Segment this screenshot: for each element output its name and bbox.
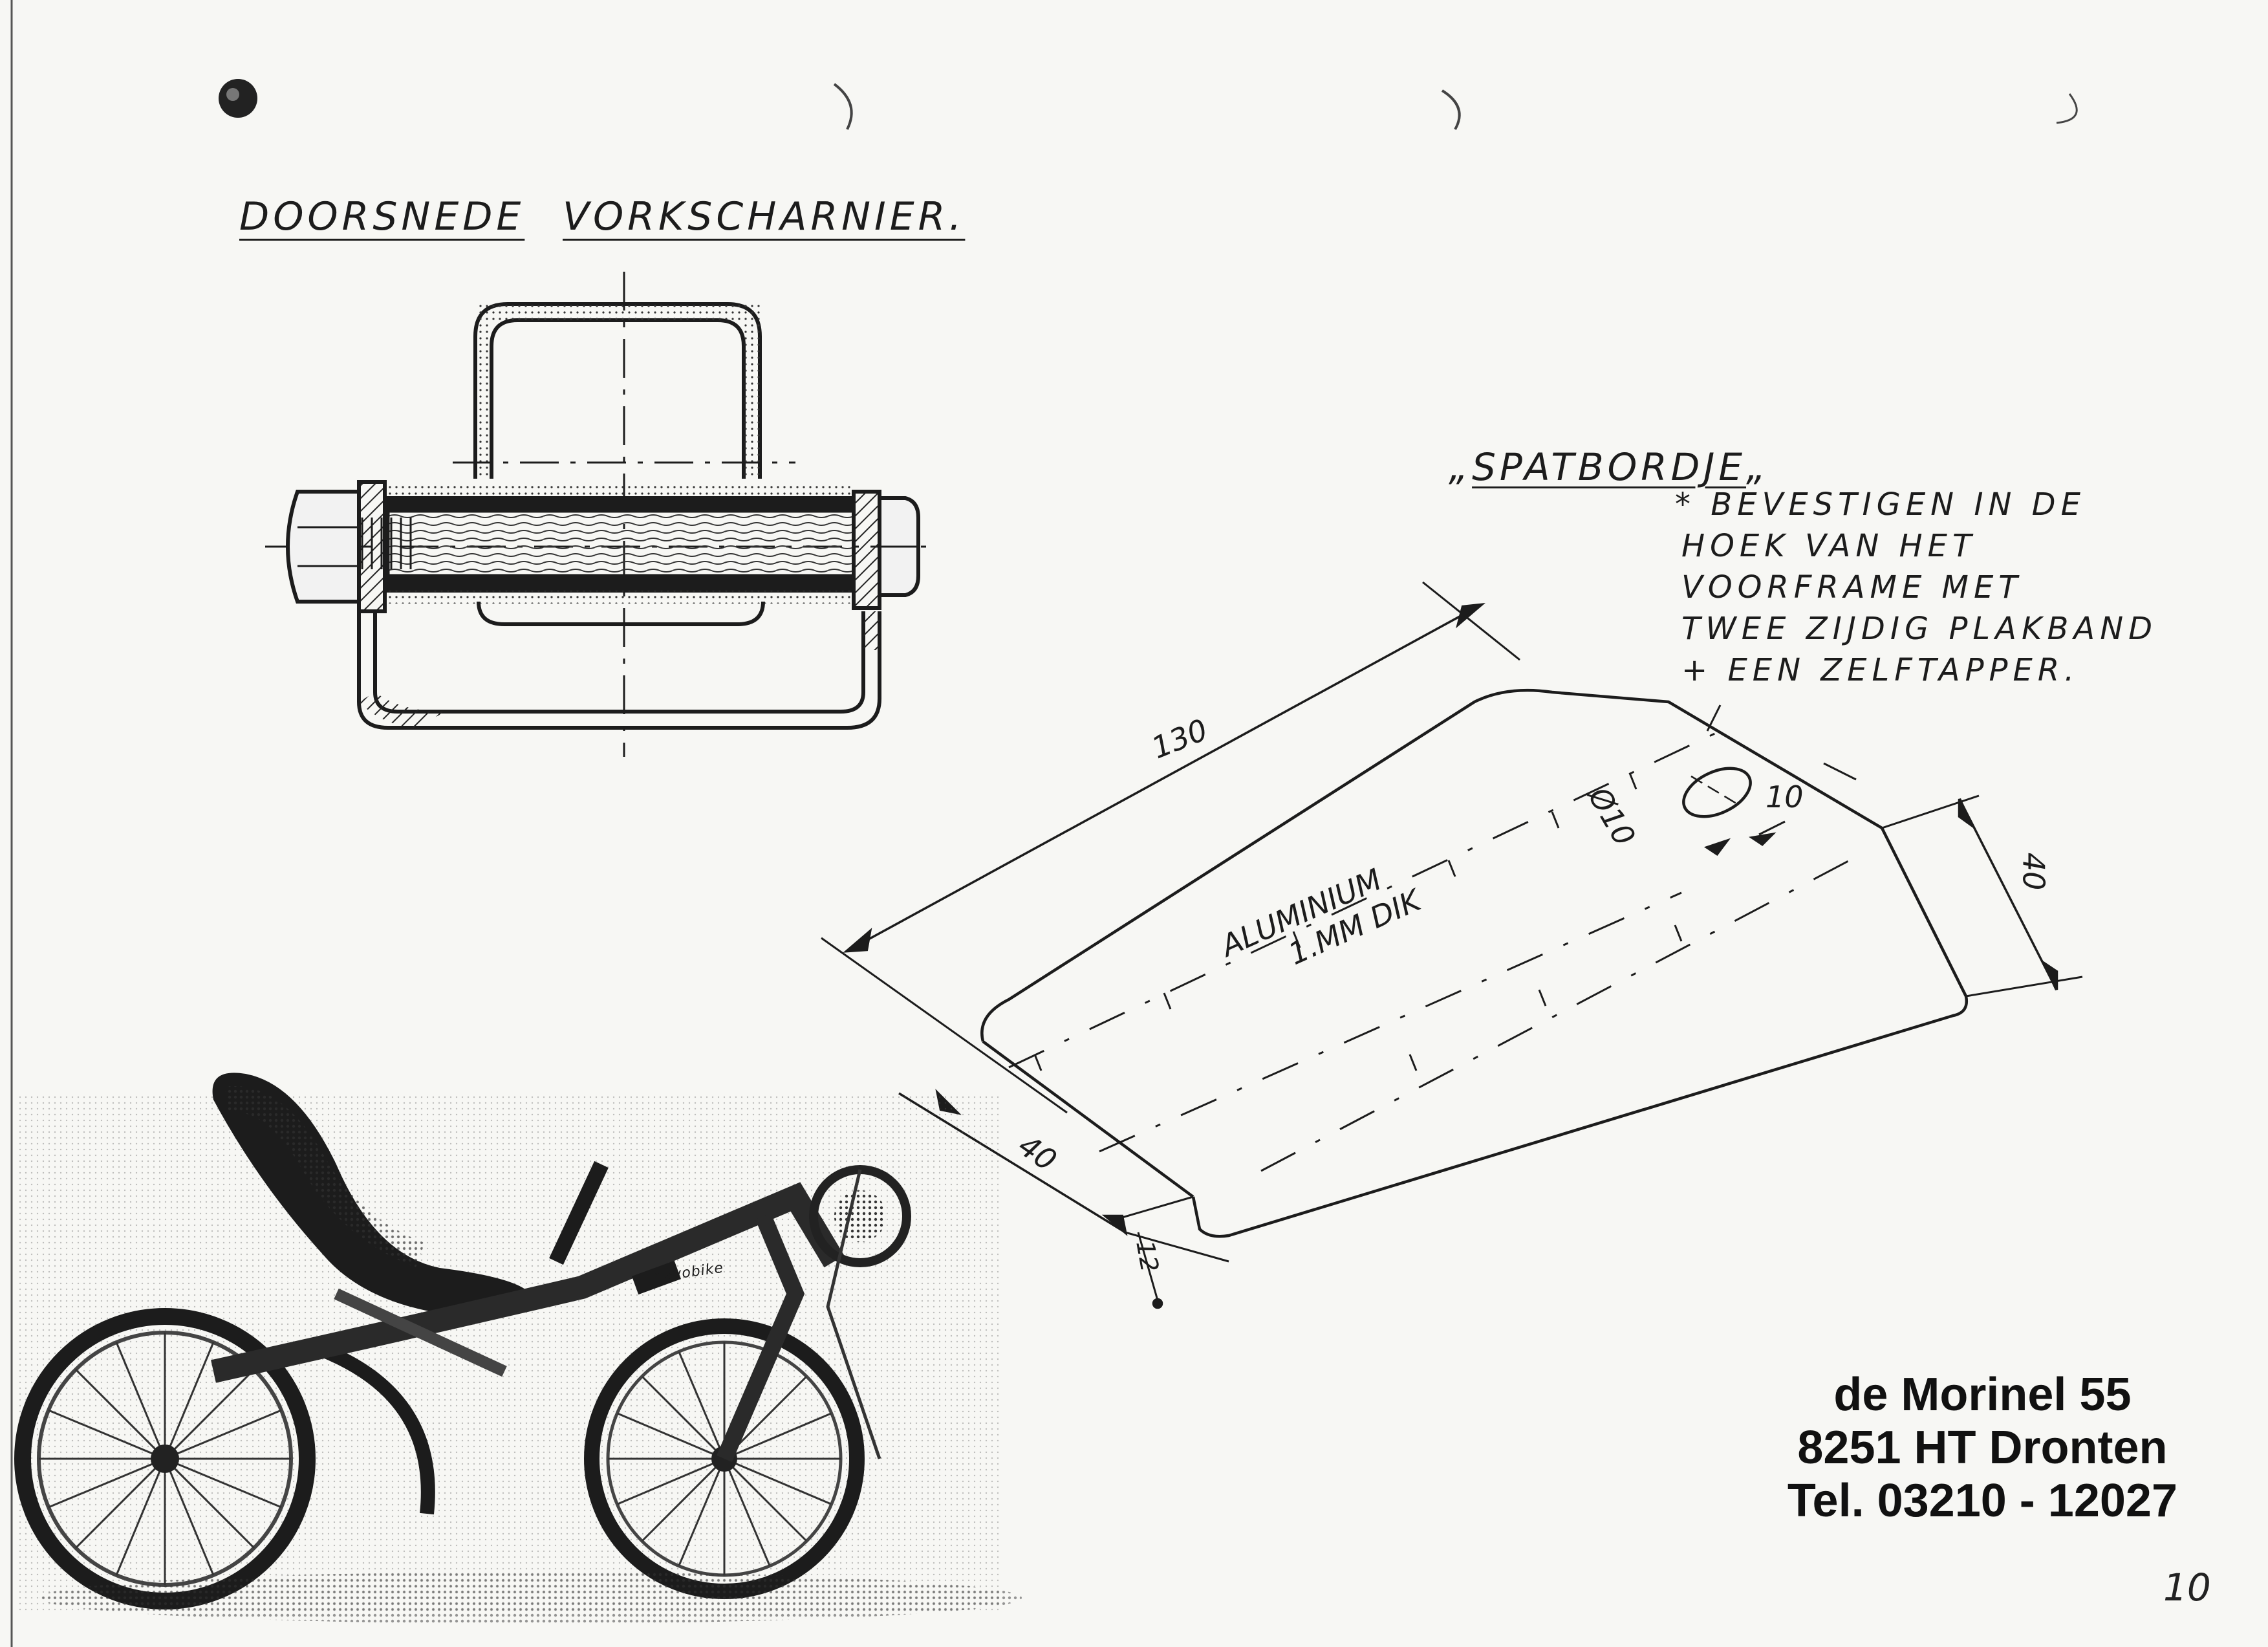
fork-hinge-cross-section [265, 272, 938, 757]
recumbent-bike-photo [14, 1073, 1022, 1624]
dimension-hole-offset: 10 [1766, 780, 1804, 814]
title-fork-hinge: VORKSCHARNIER. [563, 194, 966, 239]
dimension-width-back: 40 [2016, 852, 2051, 891]
dimension-edge: 12 [1130, 1238, 1165, 1274]
mudguard-title: „SPATBORDJE„ [1449, 445, 1770, 489]
mudguard-title-text: SPATBORDJE [1472, 445, 1747, 489]
title-cross-section: DOORSNEDE [239, 194, 525, 239]
note-line: * BEVESTIGEN IN DE [1675, 486, 2086, 523]
mounting-note: * BEVESTIGEN IN DE HOEK VAN HET VOORFRAM… [1675, 484, 2157, 691]
note-line: + EEN ZELFTAPPER. [1681, 652, 2080, 688]
note-line: TWEE ZIJDIG PLAKBAND [1681, 611, 2158, 647]
address-city: 8251 HT Dronten [1797, 1422, 2168, 1474]
address-street: de Morinel 55 [1833, 1369, 2132, 1421]
mudguard-sheet-drawing [821, 581, 2083, 1309]
page-number: 10 [2163, 1565, 2211, 1609]
note-line: VOORFRAME MET [1681, 569, 2023, 605]
address-block: de Morinel 55 8251 HT Dronten Tel. 03210… [1787, 1368, 2177, 1527]
address-phone: Tel. 03210 - 12027 [1787, 1475, 2177, 1527]
note-line: HOEK VAN HET [1681, 528, 1977, 564]
